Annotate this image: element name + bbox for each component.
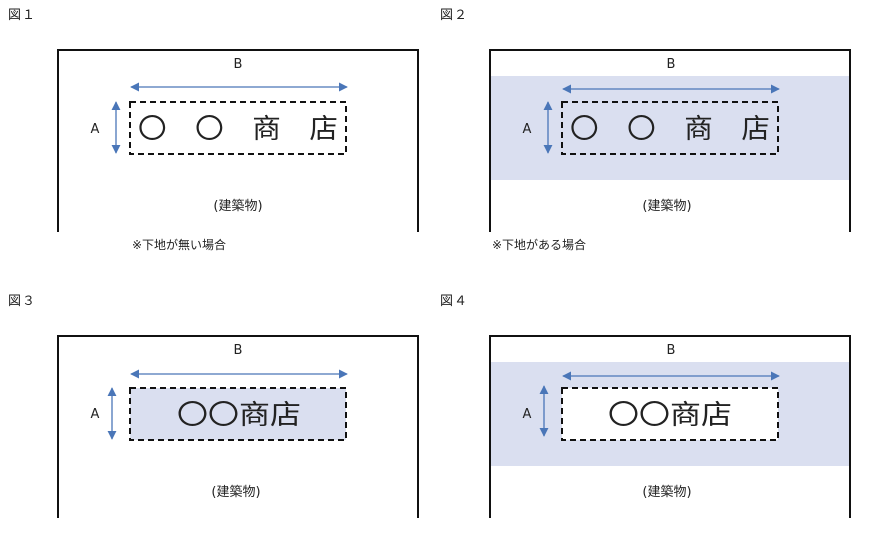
dimension-b-label: B — [667, 343, 676, 358]
sign-text: 〇 〇 商 店 — [138, 114, 338, 145]
figure-1-note: ※下地が無い場合 — [132, 238, 227, 252]
ground-fill — [490, 362, 849, 466]
sign-text: 〇〇商店 — [608, 400, 732, 431]
figure-2-label: 図２ — [440, 8, 469, 23]
ground-fill — [490, 76, 849, 180]
sign-area — [129, 101, 347, 155]
building-label: (建築物) — [642, 485, 691, 500]
figure-4: B A 〇〇商店 (建築物) — [489, 335, 851, 518]
sign-area — [129, 387, 347, 441]
building-label: (建築物) — [213, 199, 262, 214]
figure-3: B A 〇〇商店 (建築物) — [57, 335, 419, 518]
dimension-b-label: B — [234, 57, 243, 72]
figure-3-label: 図３ — [8, 294, 37, 309]
figure-1-label: 図１ — [8, 8, 37, 23]
building-outline — [57, 49, 419, 232]
sign-text: 〇 〇 商 店 — [570, 114, 770, 145]
building-label: (建築物) — [211, 485, 260, 500]
sign-text: 〇〇商店 — [177, 400, 301, 431]
building-label: (建築物) — [642, 199, 691, 214]
building-outline — [489, 49, 851, 232]
figure-1: B A 〇 〇 商 店 (建築物) — [57, 49, 419, 232]
dimension-b-label: B — [234, 343, 243, 358]
figure-4-label: 図４ — [440, 294, 469, 309]
dimension-a-label: A — [523, 407, 532, 422]
sign-area — [561, 101, 779, 155]
dimension-b-label: B — [667, 57, 676, 72]
sign-area — [561, 387, 779, 441]
dimension-a-label: A — [91, 407, 100, 422]
building-outline — [57, 335, 419, 518]
figure-2: B A 〇 〇 商 店 (建築物) — [489, 49, 851, 232]
dimension-a-label: A — [91, 122, 100, 137]
figure-2-note: ※下地がある場合 — [492, 238, 587, 252]
dimension-a-label: A — [523, 122, 532, 137]
building-outline — [489, 335, 851, 518]
